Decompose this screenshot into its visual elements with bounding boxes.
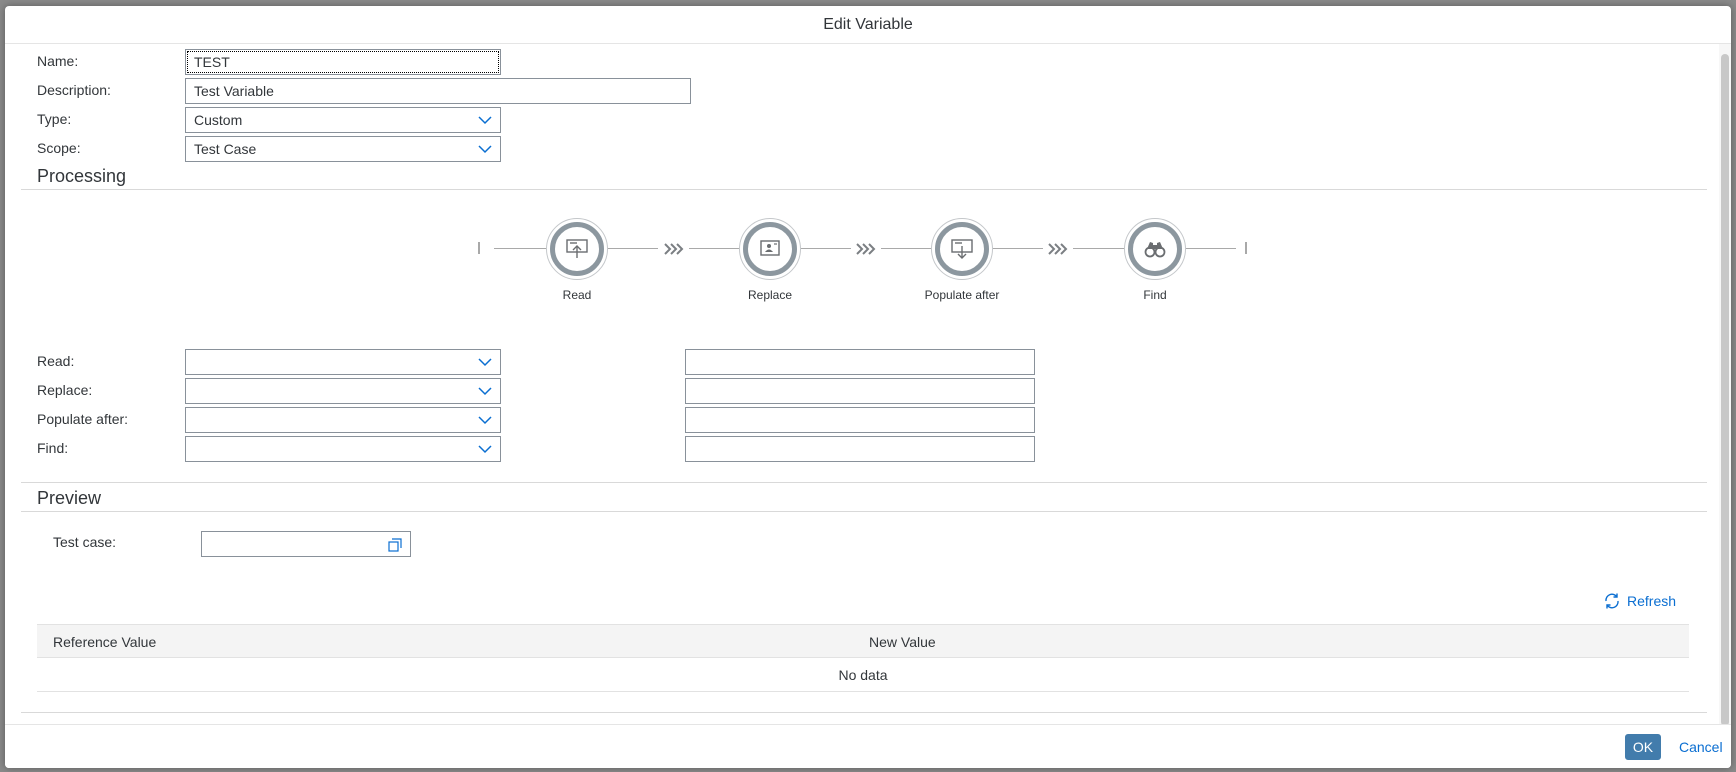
ok-button[interactable]: OK bbox=[1625, 734, 1661, 760]
read-row-label: Read: bbox=[37, 353, 75, 369]
step-read-label: Read bbox=[562, 288, 592, 302]
binoculars-icon bbox=[1144, 242, 1166, 258]
scrollbar-thumb[interactable] bbox=[1721, 54, 1729, 726]
find-select[interactable] bbox=[185, 436, 501, 462]
flow-connector bbox=[993, 248, 1043, 249]
cancel-button[interactable]: Cancel bbox=[1679, 739, 1723, 755]
flow-connector bbox=[608, 248, 658, 249]
read-value-input[interactable] bbox=[685, 349, 1035, 375]
refresh-icon bbox=[1605, 593, 1619, 609]
refresh-button[interactable]: Refresh bbox=[1603, 592, 1676, 610]
section-divider bbox=[21, 712, 1707, 713]
find-value-input[interactable] bbox=[685, 436, 1035, 462]
scope-select[interactable]: Test Case bbox=[185, 136, 501, 162]
section-divider bbox=[21, 189, 1707, 190]
flow-connector bbox=[801, 248, 851, 249]
type-select-value: Custom bbox=[194, 112, 243, 128]
read-select[interactable] bbox=[185, 349, 501, 375]
upload-screen-icon bbox=[566, 239, 588, 258]
scope-select-value: Test Case bbox=[194, 141, 257, 157]
refresh-label: Refresh bbox=[1627, 593, 1677, 609]
section-divider bbox=[21, 482, 1707, 483]
flow-connector bbox=[494, 248, 546, 249]
table-empty-message: No data bbox=[37, 658, 1689, 692]
step-read[interactable] bbox=[546, 218, 608, 280]
step-find-label: Find bbox=[1143, 288, 1167, 302]
find-row-label: Find: bbox=[37, 440, 69, 456]
chevron-down-icon[interactable] bbox=[478, 115, 492, 125]
chevron-down-icon[interactable] bbox=[478, 144, 492, 154]
flow-connector bbox=[689, 248, 739, 249]
populate-after-row-label: Populate after: bbox=[37, 411, 129, 427]
flow-connector bbox=[1073, 248, 1124, 249]
description-input[interactable]: Test Variable bbox=[185, 78, 691, 104]
scope-label: Scope: bbox=[37, 140, 81, 156]
chevron-down-icon[interactable] bbox=[478, 444, 492, 454]
type-label: Type: bbox=[37, 111, 72, 127]
populate-after-select[interactable] bbox=[185, 407, 501, 433]
replace-value-input[interactable] bbox=[685, 378, 1035, 404]
replace-row-label: Replace: bbox=[37, 382, 93, 398]
chevrons-right-icon bbox=[1048, 243, 1068, 255]
chevron-down-icon[interactable] bbox=[478, 386, 492, 396]
step-find[interactable] bbox=[1124, 218, 1186, 280]
column-header-new-value[interactable]: New Value bbox=[869, 634, 936, 650]
step-populate-after-label: Populate after bbox=[924, 288, 1000, 302]
description-label: Description: bbox=[37, 82, 111, 98]
test-case-label: Test case: bbox=[53, 534, 117, 550]
name-label: Name: bbox=[37, 53, 79, 69]
contact-card-icon bbox=[760, 240, 780, 256]
chevron-down-icon[interactable] bbox=[478, 357, 492, 367]
chevrons-right-icon bbox=[856, 243, 876, 255]
download-screen-icon bbox=[951, 239, 973, 259]
dialog-footer: OK Cancel bbox=[5, 724, 1731, 768]
step-replace-label: Replace bbox=[747, 288, 793, 302]
edit-variable-dialog: Edit Variable Name: TEST Description: Te… bbox=[5, 6, 1731, 768]
preview-table-header: Reference Value New Value bbox=[37, 624, 1689, 658]
name-input[interactable]: TEST bbox=[185, 49, 501, 75]
column-header-reference-value[interactable]: Reference Value bbox=[53, 634, 157, 650]
flow-start-marker bbox=[478, 242, 480, 254]
flow-end-marker bbox=[1245, 242, 1247, 254]
description-input-value: Test Variable bbox=[194, 83, 274, 99]
replace-select[interactable] bbox=[185, 378, 501, 404]
type-select[interactable]: Custom bbox=[185, 107, 501, 133]
name-input-value: TEST bbox=[194, 54, 230, 70]
test-case-input[interactable] bbox=[201, 531, 411, 557]
processing-section-title: Processing bbox=[37, 166, 127, 186]
populate-after-value-input[interactable] bbox=[685, 407, 1035, 433]
flow-connector bbox=[881, 248, 931, 249]
preview-section-title: Preview bbox=[37, 488, 102, 508]
chevrons-right-icon bbox=[664, 243, 684, 255]
chevron-down-icon[interactable] bbox=[478, 415, 492, 425]
value-help-icon[interactable] bbox=[388, 538, 402, 552]
dialog-title: Edit Variable bbox=[5, 6, 1731, 44]
section-divider bbox=[21, 511, 1707, 512]
step-replace[interactable] bbox=[739, 218, 801, 280]
flow-connector bbox=[1186, 248, 1236, 249]
step-populate-after[interactable] bbox=[931, 218, 993, 280]
